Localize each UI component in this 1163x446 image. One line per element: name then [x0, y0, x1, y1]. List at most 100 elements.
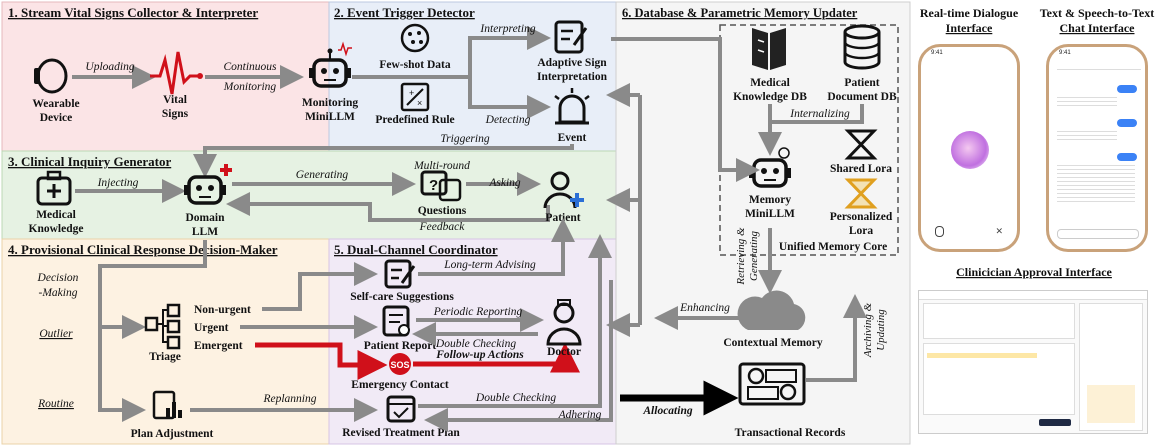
decision-label-2: -Making [39, 287, 78, 299]
voice-orb[interactable] [951, 131, 989, 169]
transactional-records-label: Transactional Records [735, 427, 846, 439]
edge-retrieving-1: Retrieving & [735, 227, 747, 286]
chat-message [1057, 165, 1135, 205]
edge-injecting: Injecting [97, 177, 139, 189]
close-icon[interactable]: ✕ [995, 226, 1003, 236]
event-alarm-icon [554, 88, 590, 125]
edge-feedback: Feedback [419, 221, 466, 233]
edge-archiving-2: Updating [875, 309, 887, 351]
sos-text: SOS [390, 360, 409, 370]
urgent-label: Urgent [194, 322, 229, 334]
edge-periodic: Periodic Reporting [433, 306, 523, 318]
unified-memory-label: Unified Memory Core [779, 241, 887, 253]
clinician-approval-mockup [918, 290, 1148, 434]
contextual-memory-label: Contextual Memory [723, 337, 823, 349]
approval-header [919, 291, 1147, 300]
selfcare-label: Self-care Suggestions [350, 291, 454, 303]
vital-label-1: Vital [163, 94, 187, 106]
approval-approve-button[interactable] [1039, 419, 1071, 426]
realtime-phone-mockup: 9:41 ✕ [918, 44, 1020, 252]
plan-adjustment-icon [152, 390, 182, 420]
adaptive-label-2: Interpretation [537, 71, 608, 83]
edge-double-1: Double Checking [435, 338, 516, 350]
edge-triggering: Triggering [440, 133, 489, 145]
chat-phone-mockup: 9:41 [1046, 44, 1148, 252]
domain-robot-icon [184, 164, 232, 205]
domain-label-1: Domain [186, 212, 226, 224]
edge-replanning: Replanning [262, 393, 316, 405]
panel-1-title: 1. Stream Vital Signs Collector & Interp… [8, 5, 258, 20]
edge-detecting: Detecting [485, 114, 531, 126]
edge-double-2: Double Checking [475, 392, 556, 404]
edge-interpreting: Interpreting [479, 23, 535, 35]
few-shot-label: Few-shot Data [379, 59, 450, 71]
few-shot-data-icon [400, 23, 430, 53]
cloud-icon [737, 290, 806, 330]
medical-db-label-1: Medical [750, 77, 790, 89]
edge-longterm: Long-term Advising [443, 259, 536, 271]
outlier-label: Outlier [39, 328, 73, 340]
chat-bubble [1117, 153, 1137, 161]
edge-internalizing: Internalizing [789, 108, 850, 120]
edge-followup: Follow-up Actions [435, 349, 524, 361]
emergent-label: Emergent [194, 340, 243, 352]
realtime-title-2: Interface [946, 21, 993, 35]
svg-text:×: × [417, 98, 422, 108]
chat-title-1: Text & Speech-to-Text [1040, 6, 1154, 20]
chat-input[interactable] [1057, 229, 1139, 239]
patient-icon [543, 171, 584, 209]
patient-label: Patient [545, 212, 580, 224]
doctor-icon [546, 299, 582, 346]
selfcare-icon [384, 259, 416, 289]
routine-label: Routine [37, 398, 74, 410]
chat-message [1057, 97, 1117, 107]
medical-db-label-2: Knowledge DB [733, 91, 807, 103]
edge-continuous-1: Continuous [223, 61, 277, 73]
monitoring-label-1: Monitoring [302, 97, 358, 109]
panel-5-title: 5. Dual-Channel Coordinator [334, 242, 498, 257]
edge-continuous-2: Monitoring [223, 81, 277, 93]
decision-label-1: Decision [37, 272, 79, 284]
non-urgent-label: Non-urgent [194, 304, 251, 316]
edge-archiving-1: Archiving & [862, 302, 874, 358]
patient-report-label: Patient Report [364, 340, 437, 352]
panel-3-bg [1, 150, 617, 240]
medical-knowledge-label-2: Knowledge [29, 223, 84, 235]
monitoring-label-2: MiniLLM [305, 111, 355, 123]
patient-report-icon [382, 305, 410, 337]
vital-signs-icon [150, 51, 203, 95]
panel-2-title: 2. Event Trigger Detector [334, 5, 475, 20]
event-label: Event [558, 132, 587, 144]
predefined-label: Predefined Rule [375, 114, 454, 126]
approval-title: Clinicician Approval Interface [956, 265, 1112, 279]
patient-db-label-1: Patient [844, 77, 879, 89]
domain-label-2: LLM [192, 226, 218, 238]
approval-note [1087, 385, 1135, 423]
transactional-records-icon [738, 362, 806, 406]
mic-icon[interactable] [935, 226, 944, 237]
edge-enhancing: Enhancing [679, 302, 730, 314]
predefined-rule-icon: + × [400, 82, 430, 112]
personalized-lora-label-1: Personalized [830, 211, 893, 223]
edge-uploading: Uploading [85, 61, 134, 73]
chat-tab-row[interactable] [1057, 65, 1141, 70]
doctor-label: Doctor [547, 346, 581, 358]
personalized-lora-hourglass-icon [844, 178, 878, 209]
triage-hierarchy-icon [144, 303, 181, 350]
edge-retrieving-2: Generating [748, 230, 760, 281]
panel-6-bg [615, 1, 911, 445]
chat-bubble [1117, 85, 1137, 93]
chat-message [1057, 131, 1117, 141]
edge-multiround: Multi-round [413, 160, 470, 172]
memory-label-2: MiniLLM [745, 208, 795, 220]
edge-asking: Asking [488, 177, 521, 189]
wearable-label-2: Device [40, 112, 73, 124]
questions-icon: ? [420, 170, 462, 202]
revised-plan-icon [386, 395, 416, 423]
panel-3-title: 3. Clinical Inquiry Generator [8, 154, 171, 169]
shared-lora-label: Shared Lora [830, 163, 892, 175]
phone-status-bar: 9:41 [1059, 50, 1071, 56]
adaptive-label-1: Adaptive Sign [537, 57, 607, 69]
medical-knowledge-label-1: Medical [36, 209, 76, 221]
